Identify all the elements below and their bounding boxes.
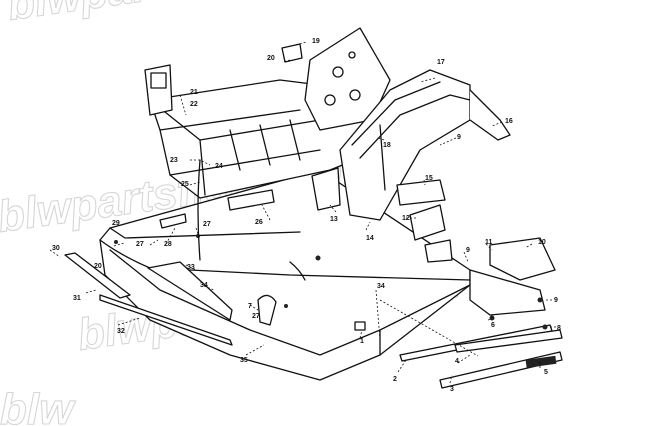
callout-32: 32: [117, 328, 125, 335]
callout-13: 13: [330, 216, 338, 223]
callout-18: 18: [383, 142, 391, 149]
callout-17: 17: [437, 59, 445, 66]
callout-25: 25: [181, 181, 189, 188]
leader-lines: [49, 41, 556, 384]
callout-29: 29: [112, 220, 120, 227]
callout-24: 24: [215, 163, 223, 170]
callout-6: 6: [491, 322, 495, 329]
callout-20: 20: [267, 55, 275, 62]
callout-19: 19: [312, 38, 320, 45]
callout-20-left: 20: [94, 263, 102, 270]
callout-28: 28: [164, 241, 172, 248]
callout-1: 1: [360, 338, 364, 345]
callout-22: 22: [190, 101, 198, 108]
callout-3: 3: [450, 386, 454, 393]
bumper-trim: [64, 189, 277, 346]
callout-34-right: 34: [377, 283, 385, 290]
callout-16: 16: [505, 118, 513, 125]
callout-27-left: 27: [136, 241, 144, 248]
callout-21: 21: [190, 89, 198, 96]
callout-33: 33: [187, 264, 195, 271]
watermark-text-corner: blw: [0, 385, 76, 426]
callout-27-top: 27: [203, 221, 211, 228]
callout-12: 12: [402, 215, 410, 222]
hardware: [114, 234, 548, 331]
callout-9-lower: 9: [554, 297, 558, 304]
callout-35: 35: [240, 357, 248, 364]
right-side-parts: [396, 179, 556, 316]
running-board-strips: [399, 324, 563, 389]
console-fender: [311, 69, 511, 221]
callout-5: 5: [544, 369, 548, 376]
watermark-text-top: blwpartsfiche.com: [5, 0, 394, 30]
callout-10: 10: [538, 239, 546, 246]
callout-4: 4: [455, 358, 459, 365]
callout-30: 30: [52, 245, 60, 252]
callout-23: 23: [170, 157, 178, 164]
callout-15: 15: [425, 175, 433, 182]
callout-9-bracket: 9: [466, 247, 470, 254]
callout-numbers: 1 2 3 4 5 6 7 8 9 9 9 10 11 12 13 14 15 …: [52, 38, 561, 393]
callout-31: 31: [73, 295, 81, 302]
callout-9-fender: 9: [457, 134, 461, 141]
callout-34-left: 34: [200, 282, 208, 289]
callout-14: 14: [366, 235, 374, 242]
callout-2: 2: [393, 376, 397, 383]
callout-8: 8: [557, 325, 561, 332]
callout-27-lower: 27: [252, 313, 260, 320]
callout-11: 11: [485, 239, 493, 246]
callout-7: 7: [248, 303, 252, 310]
callout-26: 26: [255, 219, 263, 226]
